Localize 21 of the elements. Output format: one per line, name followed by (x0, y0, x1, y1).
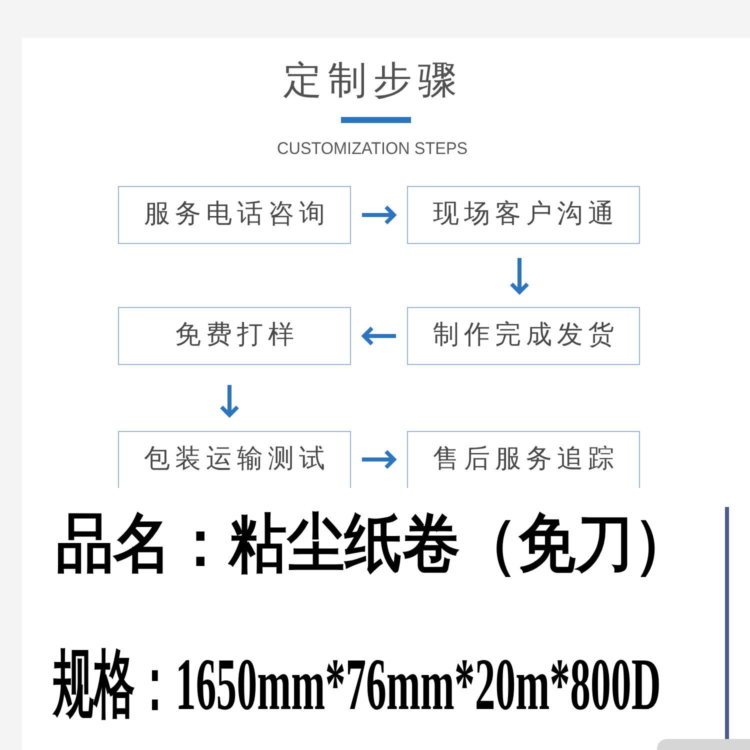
arrow (510, 258, 530, 294)
arrow (362, 450, 396, 470)
step-box (118, 431, 351, 488)
step-label: 现场客户沟通 (432, 199, 619, 231)
step-label: 制作完成发货 (432, 320, 619, 352)
arrow (362, 205, 396, 225)
step-box (407, 431, 640, 488)
step-label: 包装运输测试 (143, 444, 330, 476)
heading: 定制步骤 (283, 60, 463, 102)
arrow (362, 326, 396, 346)
subtitle: CUSTOMIZATION STEPS (277, 140, 468, 159)
arrow (220, 385, 240, 417)
step-box (407, 307, 640, 365)
specification-text: 规格：1650mm*76mm*20m*800D (53, 645, 661, 726)
product-name-text: 品名：粘尘纸卷（免刀） (56, 507, 691, 581)
step-label: 售后服务追踪 (432, 444, 619, 476)
step-label: 免费打样 (174, 320, 299, 352)
step-box (407, 186, 640, 244)
step-box (118, 186, 351, 244)
step-box (118, 307, 351, 365)
step-label: 服务电话咨询 (143, 199, 330, 231)
